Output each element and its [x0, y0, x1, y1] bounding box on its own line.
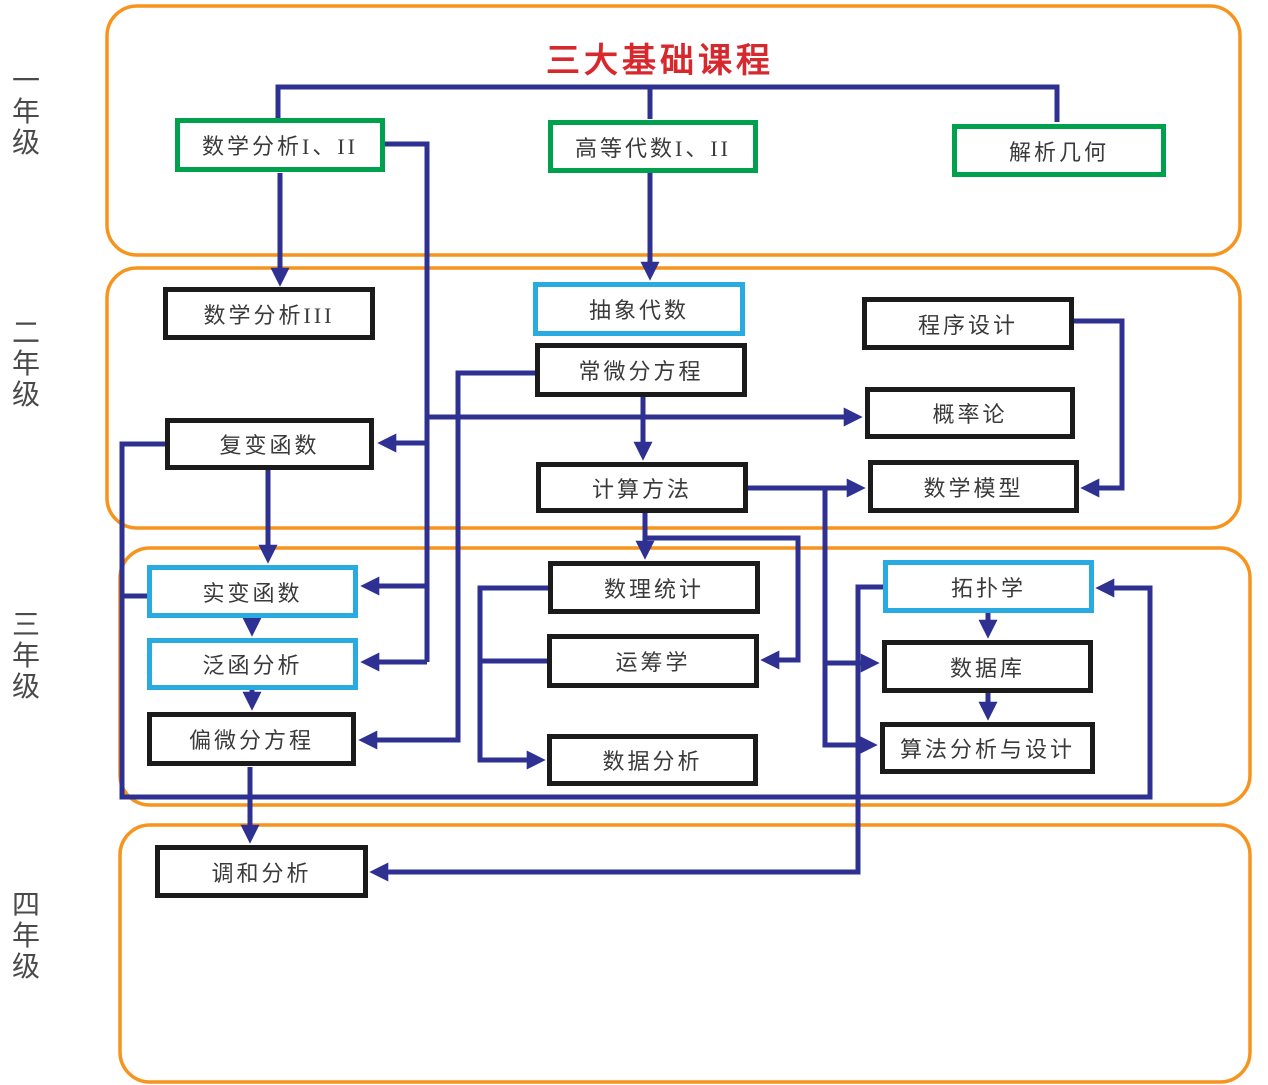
node-algorithm-design: 算法分析与设计: [880, 722, 1095, 774]
trunk-math-analysis12-right: [385, 141, 430, 662]
node-abstract-algebra: 抽象代数: [533, 282, 745, 336]
edge-computational-methods-to-operations-research: [645, 535, 801, 670]
year1-label: 一年级: [11, 66, 40, 159]
connectors: [119, 84, 1153, 882]
node-analytic-geometry: 解析几何: [952, 124, 1166, 177]
year1-container: [105, 4, 1242, 257]
page-title: 三大基础课程: [546, 43, 774, 80]
node-math-analysis-1-2: 数学分析I、II: [175, 118, 385, 172]
node-database: 数据库: [882, 640, 1093, 693]
node-ode: 常微分方程: [535, 343, 747, 397]
edge-topology-to-harmonic-analysis: [369, 584, 883, 882]
node-pde: 偏微分方程: [147, 712, 356, 766]
edge-ode-to-pde: [358, 370, 535, 750]
edge-math-statistics-to-data-analysis: [477, 585, 548, 770]
trunk-complex-real-to-topology: [119, 441, 1153, 800]
node-probability: 概率论: [865, 387, 1075, 439]
year3-label: 三年级: [11, 610, 40, 703]
node-harmonic-analysis: 调和分析: [155, 845, 368, 898]
year2-label: 二年级: [11, 318, 40, 411]
year2-container: [105, 266, 1242, 530]
year4-label: 四年级: [11, 890, 40, 983]
node-math-analysis-3: 数学分析III: [163, 287, 375, 340]
connector-foundation-bracket: [275, 84, 1060, 122]
node-topology: 拓扑学: [883, 560, 1094, 613]
node-program-design: 程序设计: [862, 297, 1074, 350]
node-operations-research: 运筹学: [547, 634, 759, 688]
node-complex-functions: 复变函数: [165, 418, 374, 470]
edge-program-design-to-math-models: [1073, 318, 1125, 498]
node-advanced-algebra-1-2: 高等代数I、II: [548, 120, 758, 173]
node-math-statistics: 数理统计: [548, 561, 760, 614]
year-containers: [105, 4, 1252, 1084]
node-data-analysis: 数据分析: [547, 734, 758, 786]
node-math-models: 数学模型: [868, 460, 1079, 513]
node-functional-analysis: 泛函分析: [147, 638, 358, 690]
year4-container: [118, 823, 1252, 1084]
node-computational-methods: 计算方法: [536, 462, 748, 513]
node-real-analysis: 实变函数: [147, 565, 358, 618]
